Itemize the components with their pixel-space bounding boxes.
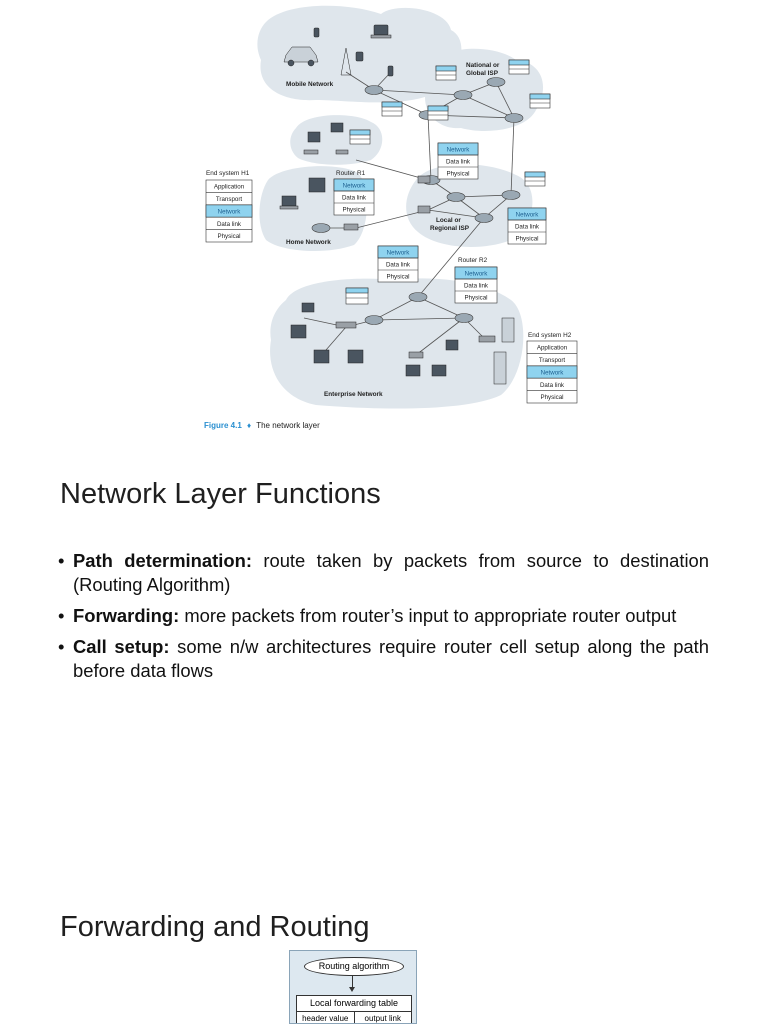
global-isp-label-2: Global ISP xyxy=(466,70,499,77)
floating-stack-upper xyxy=(437,142,479,180)
bullet-text: route taken by packets from source to de… xyxy=(73,550,710,595)
r2-layer-datalink: Data link xyxy=(464,283,489,290)
pda-icon xyxy=(355,51,364,62)
desktop-icon xyxy=(347,349,364,364)
upper-layer-network: Network xyxy=(447,147,471,154)
h2-layer-physical: Physical xyxy=(540,394,563,401)
forwarding-diagram: Routing algorithm Local forwarding table… xyxy=(289,950,417,1024)
floating-stack-right xyxy=(507,207,547,245)
table-icons xyxy=(345,59,551,305)
switch-icon xyxy=(335,321,357,329)
desktop-icon xyxy=(313,349,330,364)
devices xyxy=(279,24,515,385)
modem-icon xyxy=(417,205,431,214)
server-icon xyxy=(493,351,507,385)
enterprise-network-label: Enterprise Network xyxy=(324,391,383,398)
r2-layer-network: Network xyxy=(465,271,489,278)
bullet-term: Forwarding: xyxy=(73,605,180,626)
laptop-icon xyxy=(445,339,459,351)
right-layer-network: Network xyxy=(516,212,540,219)
global-isp-label-1: National or xyxy=(466,62,500,69)
server-icon xyxy=(501,317,515,343)
h1-stack xyxy=(205,179,253,243)
table-title: Local forwarding table xyxy=(297,996,411,1012)
r1-layer-network: Network xyxy=(343,183,367,190)
h2-title: End system H2 xyxy=(528,332,572,339)
pc-icon xyxy=(303,149,319,155)
laptop-icon xyxy=(281,195,297,207)
h2-stack xyxy=(526,340,578,404)
r1-layer-physical: Physical xyxy=(342,207,365,214)
output-link-column: output link xyxy=(364,1014,401,1023)
middle-layer-datalink: Data link xyxy=(386,262,411,269)
switch-icon xyxy=(478,335,496,343)
laptop-icon xyxy=(301,302,315,313)
h2-layer-datalink: Data link xyxy=(540,382,565,389)
caption-text: The network layer xyxy=(256,421,320,430)
cell-tower-icon xyxy=(340,47,352,76)
caption-number: Figure 4.1 xyxy=(204,421,242,430)
local-isp-label-1: Local or xyxy=(436,217,461,224)
routing-algorithm-oval: Routing algorithm xyxy=(304,957,404,976)
figure-caption: Figure 4.1 ♦ The network layer xyxy=(204,421,320,430)
network-layer-figure: Mobile Network National or Global ISP Lo… xyxy=(204,5,578,430)
desktop-icon xyxy=(307,131,321,143)
modem-icon xyxy=(343,223,359,231)
laptop-icon xyxy=(431,364,447,377)
h1-layer-application: Application xyxy=(214,184,245,191)
router-box-icon xyxy=(408,351,424,359)
bullet-call-setup: Call setup: some n/w architectures requi… xyxy=(58,635,709,683)
h1-layer-physical: Physical xyxy=(217,233,240,240)
mobile-network-label: Mobile Network xyxy=(286,81,334,88)
forwarding-and-routing-heading: Forwarding and Routing xyxy=(60,911,370,943)
upper-layer-datalink: Data link xyxy=(446,159,471,166)
h2-layer-transport: Transport xyxy=(539,357,566,364)
right-layer-physical: Physical xyxy=(515,236,538,243)
h1-title: End system H1 xyxy=(206,170,250,177)
functions-list: Path determination: route taken by packe… xyxy=(58,549,709,690)
h2-layer-application: Application xyxy=(537,345,568,352)
table-header-row: header value output link xyxy=(297,1012,411,1023)
floating-stack-middle xyxy=(377,245,419,283)
r1-layer-datalink: Data link xyxy=(342,195,367,202)
car-icon xyxy=(283,46,319,63)
bullet-text: some n/w architectures require router ce… xyxy=(73,636,709,681)
enterprise-network-cloud xyxy=(270,278,524,409)
home-network-label: Home Network xyxy=(286,239,331,246)
upper-layer-physical: Physical xyxy=(446,171,469,178)
r2-title: Router R2 xyxy=(458,257,488,264)
phone-icon xyxy=(313,27,320,38)
laptop-icon xyxy=(330,122,344,133)
bullet-text: more packets from router’s input to appr… xyxy=(179,605,677,626)
r1-stack xyxy=(333,178,375,216)
h1-layer-datalink: Data link xyxy=(217,221,242,228)
laptop-icon xyxy=(405,364,421,377)
r2-stack xyxy=(454,266,498,304)
network-layer-functions-heading: Network Layer Functions xyxy=(60,478,381,510)
caption-separator: ♦ xyxy=(247,421,251,430)
h1-layer-transport: Transport xyxy=(216,196,243,203)
desktop-icon xyxy=(308,177,326,193)
h2-layer-network: Network xyxy=(541,369,565,376)
bullet-term: Path determination: xyxy=(73,550,252,571)
header-value-column: header value xyxy=(297,1012,355,1023)
middle-layer-network: Network xyxy=(387,250,411,257)
r1-title: Router R1 xyxy=(336,170,366,177)
bullet-path-determination: Path determination: route taken by packe… xyxy=(58,549,709,597)
phone-icon xyxy=(387,65,394,77)
local-isp-label-2: Regional ISP xyxy=(430,225,470,232)
right-layer-datalink: Data link xyxy=(515,224,540,231)
middle-layer-physical: Physical xyxy=(386,274,409,281)
r2-layer-physical: Physical xyxy=(464,295,487,302)
h1-layer-network: Network xyxy=(218,208,242,215)
bullet-term: Call setup: xyxy=(73,636,170,657)
laptop-icon xyxy=(373,24,389,36)
modem-icon xyxy=(417,175,431,184)
arrowhead-icon xyxy=(349,987,355,992)
bullet-forwarding: Forwarding: more packets from router’s i… xyxy=(58,604,709,628)
local-forwarding-table: Local forwarding table header value outp… xyxy=(296,995,412,1023)
arrow-down-icon xyxy=(352,976,353,990)
desktop-icon xyxy=(290,324,307,339)
